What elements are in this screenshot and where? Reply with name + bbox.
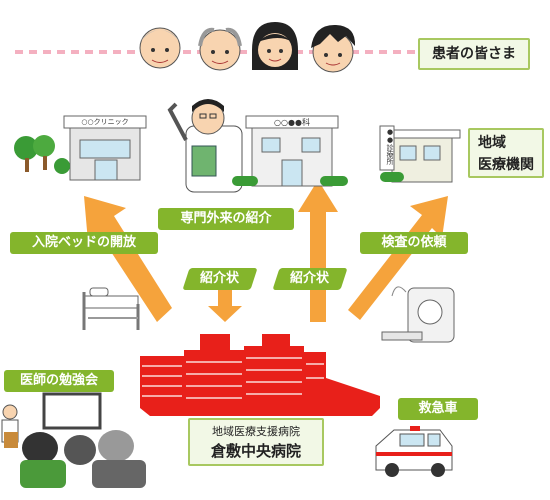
hospital-subtitle: 地域医療支援病院: [212, 425, 300, 438]
patient-elderly-woman-icon: [139, 27, 181, 69]
arrow-specialist-up: [298, 180, 338, 322]
ct-scanner-icon: [381, 286, 455, 343]
hospital-name: 倉敷中央病院: [210, 442, 301, 460]
region-label-line2: 医療機関: [478, 157, 534, 173]
clinic-right-sign: ●●診療所: [386, 128, 394, 165]
doctor-icon: [167, 99, 243, 193]
label-referral-left: 紹介状: [182, 268, 258, 290]
central-hospital-building: [140, 334, 380, 416]
hospital-bed-icon: [82, 287, 140, 330]
label-referral-left-text: 紹介状: [200, 271, 240, 286]
label-referral-right-text: 紹介状: [290, 271, 330, 286]
label-admission-bed: 入院ベッドの開放: [10, 232, 158, 254]
arrow-exam-down: [348, 196, 448, 320]
region-label-line1: 地域: [478, 135, 506, 151]
label-specialist: 専門外来の紹介: [158, 208, 294, 230]
arrow-bed-up: [84, 196, 172, 322]
trees-left-icon: [14, 135, 70, 174]
clinic-center-sign: ○○●●科: [274, 118, 310, 127]
label-exam-request: 検査の依頼: [360, 232, 468, 254]
label-referral-right: 紹介状: [272, 268, 348, 290]
patient-young-man-icon: [311, 24, 356, 73]
central-hospital-windows: [142, 357, 324, 399]
clinic-center-building: [232, 115, 348, 187]
label-ambulance: 救急車: [398, 398, 478, 420]
hospital-name-box: 地域医療支援病院 倉敷中央病院: [188, 418, 324, 466]
study-group-scene: [1, 392, 146, 488]
ambulance-icon: [375, 426, 453, 477]
arrow-referral-down: [208, 270, 242, 322]
clinic-left-sign: ○○クリニック: [81, 118, 129, 126]
clinic-left-building: [63, 115, 147, 181]
clinic-right-building: [379, 125, 461, 183]
patient-woman-icon: [252, 22, 298, 70]
patient-elderly-man-icon: [198, 27, 242, 71]
patients-label-box: 患者の皆さま: [418, 38, 530, 70]
region-label-box: 地域 医療機関: [468, 128, 544, 178]
label-study-group: 医師の勉強会: [4, 370, 114, 392]
